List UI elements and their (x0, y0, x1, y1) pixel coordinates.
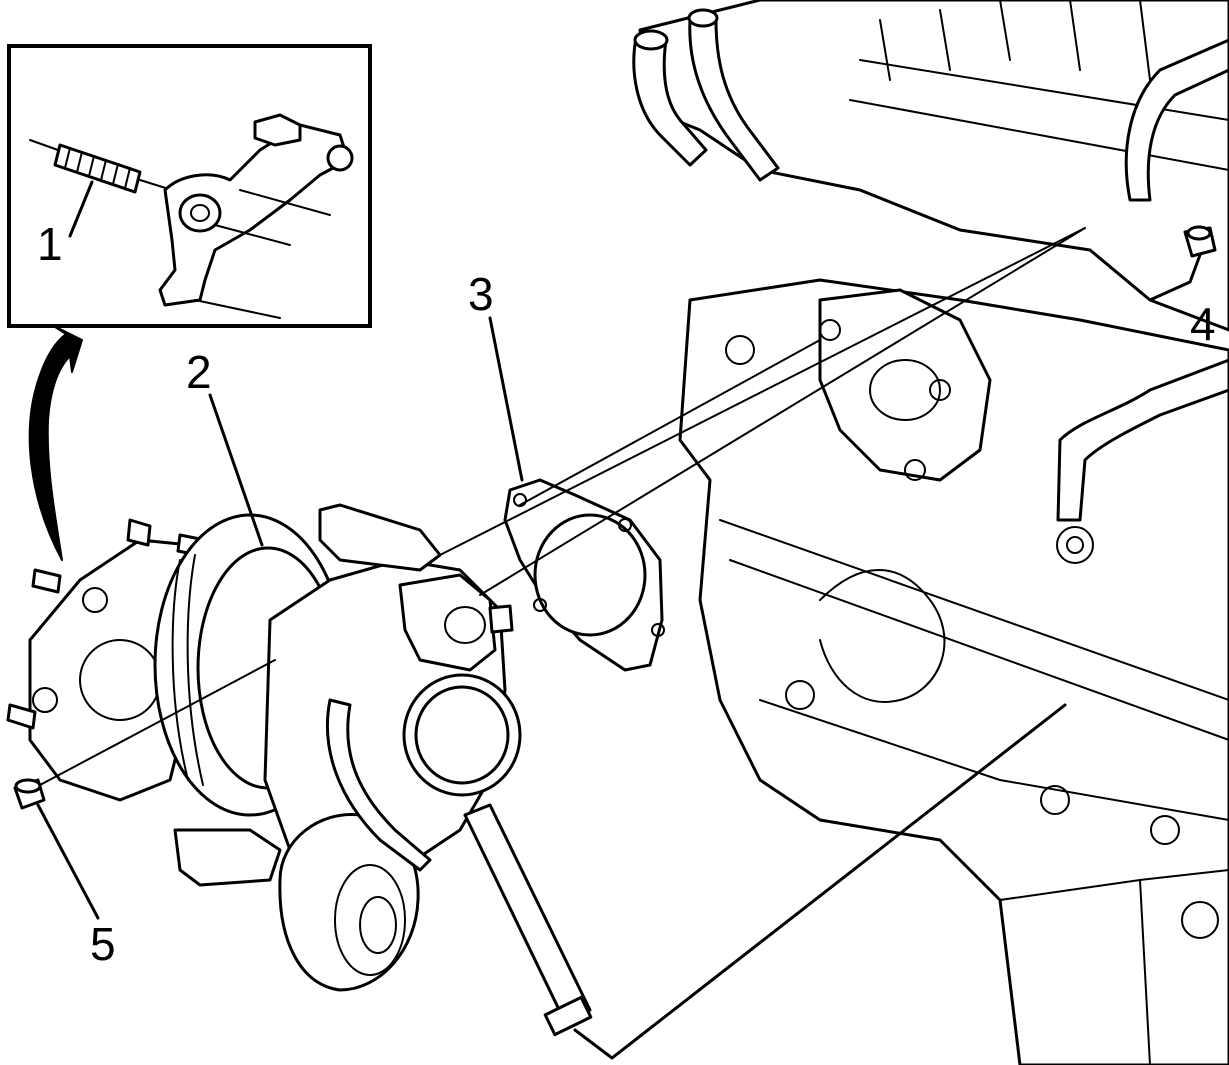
leader-5 (36, 803, 100, 920)
nut-item-4 (1183, 225, 1217, 258)
turbocharger-assembly (6, 503, 593, 1037)
threaded-stud (29, 139, 173, 194)
detail-inset: 1 (7, 44, 372, 328)
callout-1: 1 (37, 218, 63, 270)
alignment-lines (39, 227, 1086, 786)
oil-return-tube (463, 803, 593, 1037)
leader-tube (573, 703, 1067, 1060)
inset-bracket (158, 113, 354, 319)
leader-4 (1148, 253, 1202, 302)
nut-item-5 (13, 778, 46, 810)
leader-3 (488, 316, 524, 482)
leader-2 (208, 393, 264, 547)
callout-3: 3 (468, 268, 494, 320)
callout-4: 4 (1190, 298, 1216, 350)
engine-block (632, 0, 1229, 1065)
gasket (503, 478, 665, 672)
curved-rotate-arrow-icon (28, 324, 83, 561)
callout-5: 5 (90, 918, 116, 970)
callout-2: 2 (186, 346, 212, 398)
